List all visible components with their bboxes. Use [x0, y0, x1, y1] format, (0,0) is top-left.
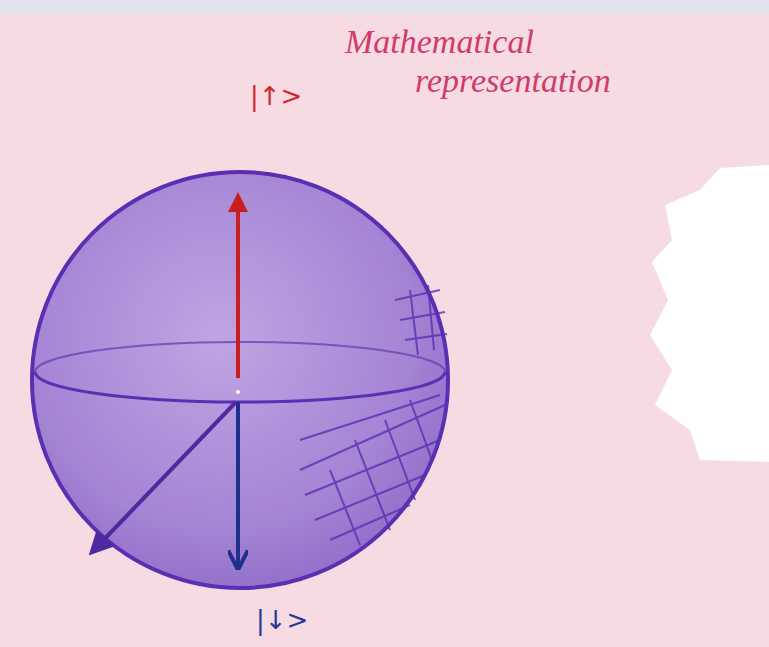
state-vector: [92, 402, 236, 552]
sphere-outline: [32, 172, 448, 588]
state-label: |↑>: [250, 82, 302, 112]
shading-hatch: [300, 285, 447, 545]
spin-up-vector: [236, 196, 240, 378]
origin-dot: [236, 390, 240, 394]
white-patch: [650, 165, 769, 462]
page-title: Mathematical representation: [345, 22, 655, 100]
sphere-body: [32, 172, 448, 588]
top-band: [0, 0, 769, 14]
spin-down-vector: [236, 402, 240, 566]
state-label: |↓>: [256, 606, 308, 636]
